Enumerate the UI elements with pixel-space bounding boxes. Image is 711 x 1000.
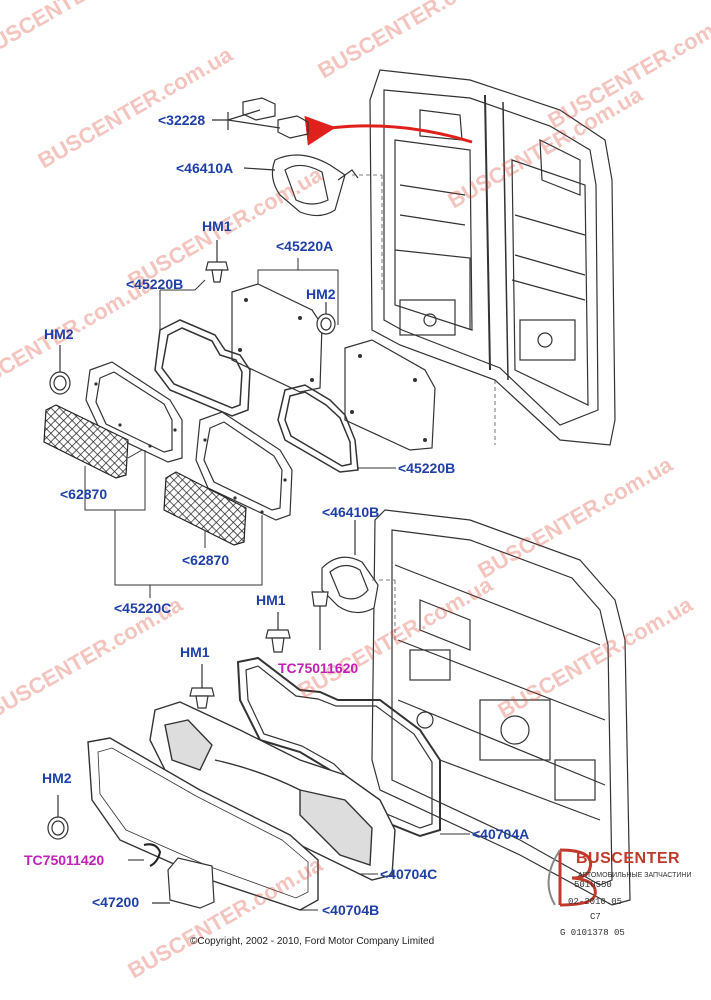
part-62870-mesh-right xyxy=(163,471,247,546)
fastener-hm1-mid xyxy=(265,612,291,653)
label-46410A: <46410A xyxy=(176,160,234,176)
panel-holes xyxy=(238,298,427,442)
ref-code-2: 02-2010.05 xyxy=(568,897,623,907)
assembly-guides xyxy=(352,174,496,640)
label-hm2-low: HM2 xyxy=(42,770,72,786)
part-47200-pocket xyxy=(152,857,215,909)
plug-hm2-left xyxy=(49,345,71,395)
label-45220A: <45220A xyxy=(276,238,334,254)
label-45220B-bottom: <45220B xyxy=(398,460,456,476)
part-40704A-seal xyxy=(236,656,470,838)
part-32228-clips xyxy=(212,97,309,139)
label-62870-left: <62870 xyxy=(60,486,108,502)
fastener-hm1-low xyxy=(189,664,215,709)
part-45220A-panels xyxy=(231,283,436,451)
copyright-notice: ©Copyright, 2002 - 2010, Ford Motor Comp… xyxy=(190,936,435,947)
label-tc75011420: TC75011420 xyxy=(24,852,105,868)
label-hm1-mid: HM1 xyxy=(256,592,286,608)
pointer-arrow xyxy=(304,115,473,146)
part-45220B-seal-top xyxy=(154,279,251,417)
label-46410B: <46410B xyxy=(322,504,380,520)
label-tc75011620: TC75011620 xyxy=(278,660,359,676)
part-40704B-panel xyxy=(87,737,319,911)
part-45220C-trays xyxy=(85,361,293,521)
lower-door xyxy=(371,509,631,906)
part-45220B-seal-bottom xyxy=(277,384,396,473)
fastener-hm1-top xyxy=(205,240,229,283)
brand-subtitle: АВТОМОБИЛЬНЫЕ ЗАПЧАСТИНИ xyxy=(578,872,692,879)
brand-emblem xyxy=(547,848,597,907)
bracket-45220A xyxy=(257,258,339,325)
label-40704B: <40704B xyxy=(322,902,380,918)
speaker-clip xyxy=(311,591,329,650)
label-32228: <32228 xyxy=(158,112,206,128)
tool-tc75011420-handle xyxy=(128,843,162,867)
part-46410A-cover xyxy=(243,154,359,217)
bracket-lines xyxy=(84,449,263,598)
label-hm1-low: HM1 xyxy=(180,644,210,660)
plug-hm2-mid xyxy=(316,302,336,335)
label-45220C: <45220C xyxy=(114,600,172,616)
label-40704A: <40704A xyxy=(472,826,530,842)
label-hm1-top: HM1 xyxy=(202,218,232,234)
ref-code-4: G 0101378 05 xyxy=(560,928,625,938)
ref-code-1: 5010550 xyxy=(574,880,612,890)
label-hm2-left: HM2 xyxy=(44,326,74,342)
label-62870-right: <62870 xyxy=(182,552,230,568)
part-46410B-cover xyxy=(321,520,379,614)
tray-holes xyxy=(94,382,287,514)
brand-name: BUSCENTER xyxy=(576,850,681,867)
label-40704C: <40704C xyxy=(380,866,438,882)
label-47200: <47200 xyxy=(92,894,140,910)
part-62870-mesh-left xyxy=(43,404,129,479)
label-45220B-top: <45220B xyxy=(126,276,184,292)
plug-hm2-low xyxy=(47,795,69,840)
label-hm2-mid: HM2 xyxy=(306,286,336,302)
buscenter-brand: BUSCENTER АВТОМОБИЛЬНЫЕ ЗАПЧАСТИНИ xyxy=(548,842,708,902)
ref-code-3: C7 xyxy=(590,912,601,922)
